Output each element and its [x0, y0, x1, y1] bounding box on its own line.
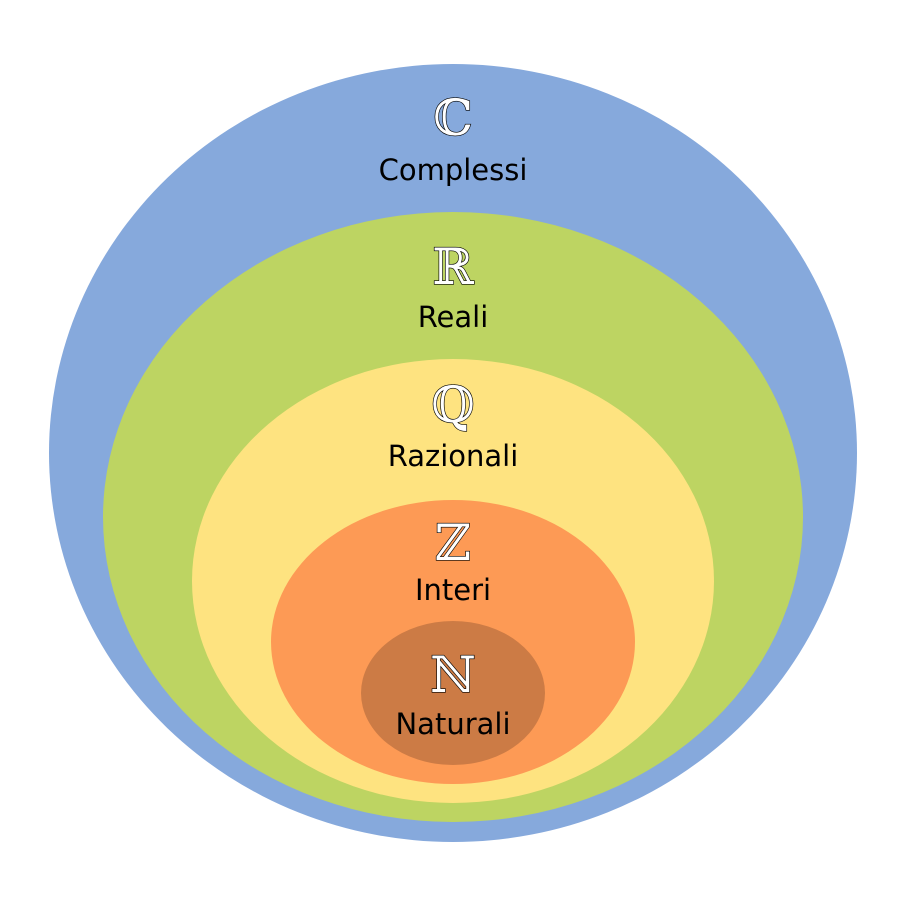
real-label: Reali — [418, 300, 489, 334]
integer-label: Interi — [415, 573, 491, 607]
natural-label: Naturali — [395, 707, 510, 741]
rational-label: Razionali — [388, 439, 519, 473]
natural-symbol: ℕ — [430, 646, 476, 704]
integer-symbol: ℤ — [435, 514, 472, 572]
complex-symbol: ℂ — [433, 89, 473, 147]
set-natural-ellipse — [361, 621, 545, 765]
rational-symbol: ℚ — [431, 376, 475, 434]
real-symbol: ℝ — [432, 238, 474, 296]
complex-label: Complessi — [379, 153, 528, 187]
